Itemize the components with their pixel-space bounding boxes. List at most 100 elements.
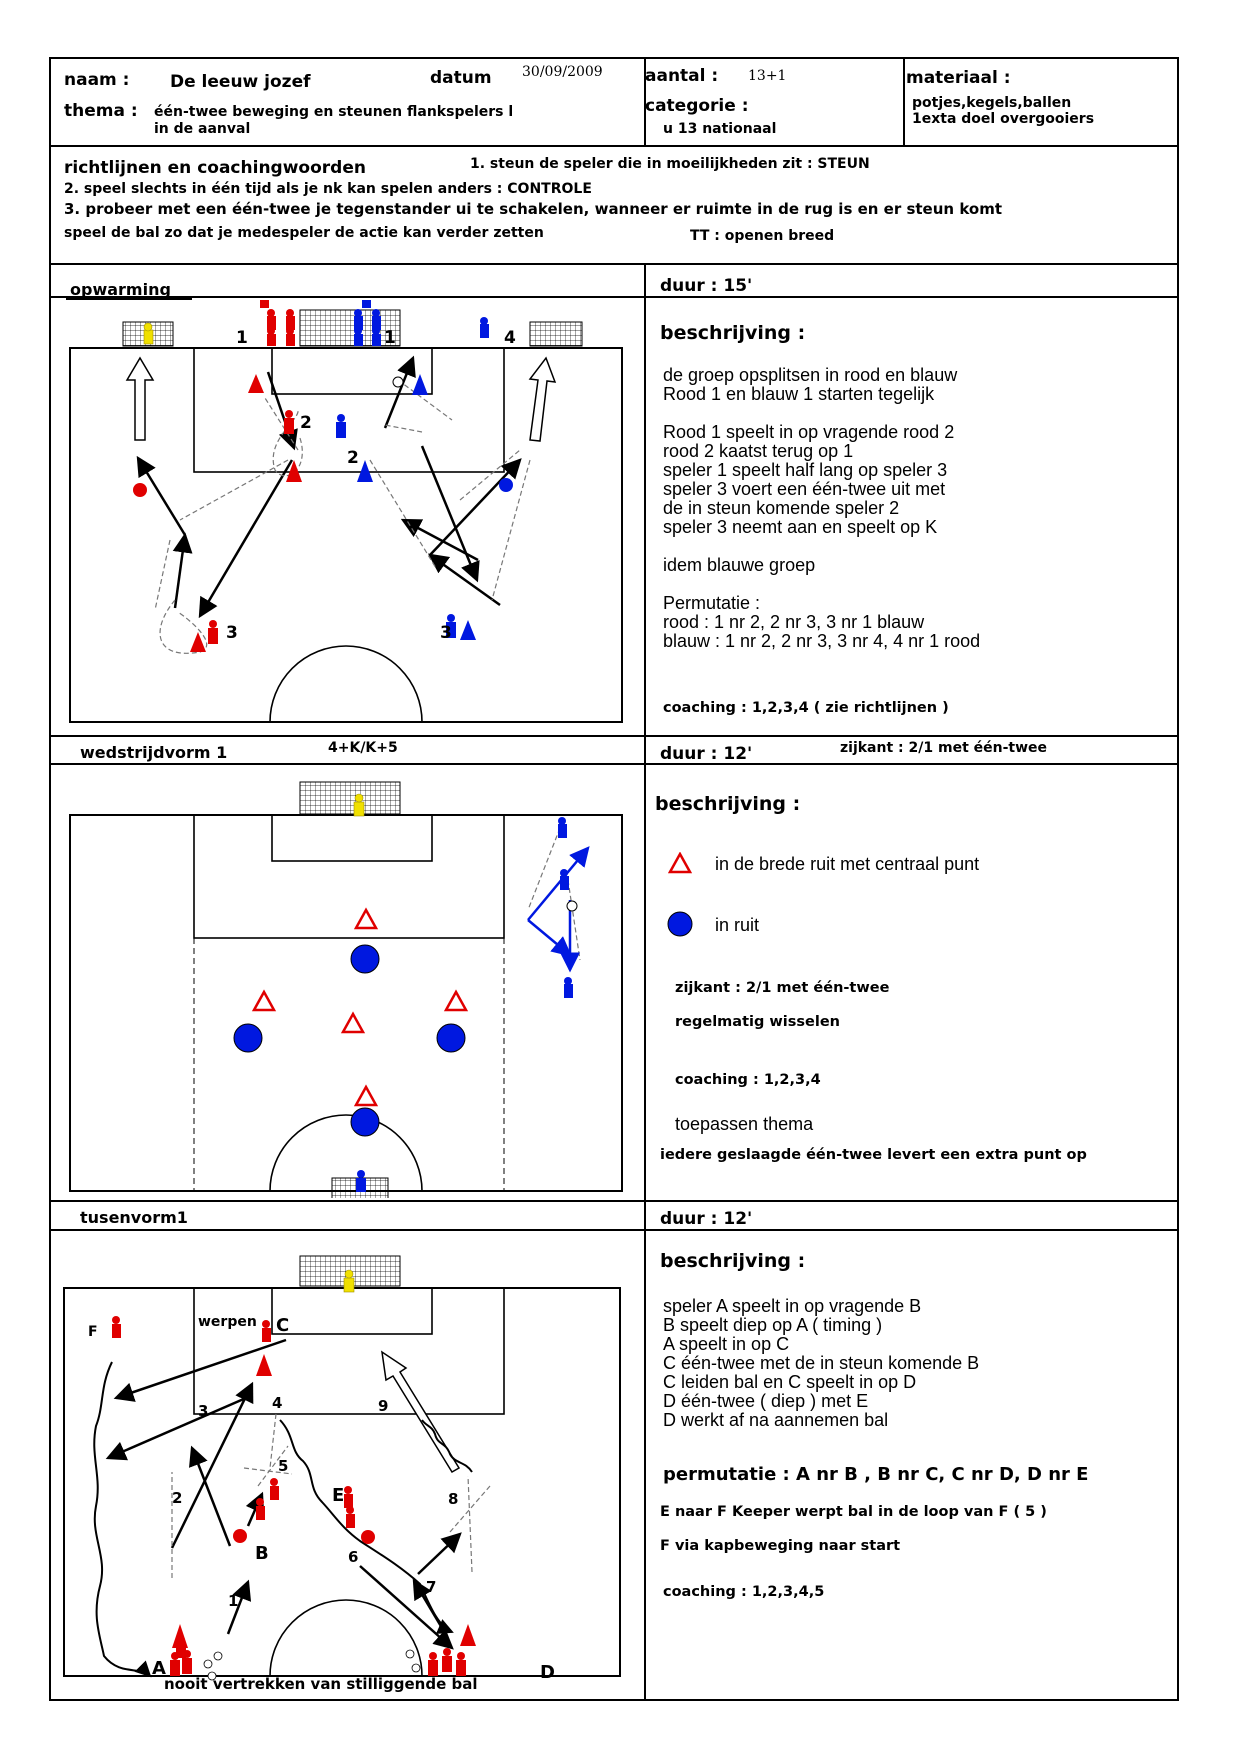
diagram-opwarming: 1 1 4 2 2 3 3 (69, 300, 623, 723)
desc-line: C één-twee met de in steun komende B (663, 1353, 980, 1373)
label-D: D (540, 1662, 555, 1683)
ball-e (361, 1530, 375, 1544)
categorie-value: u 13 nationaal (663, 121, 777, 137)
ball-b (233, 1529, 247, 1543)
label-E: E (332, 1485, 344, 1506)
section3-title: tusenvorm1 (80, 1208, 188, 1227)
circle-icon (667, 911, 693, 937)
label-B: B (255, 1543, 269, 1564)
diagram-tusenvorm: werpen C F 3 4 5 9 2 B E 8 6 7 1 A D noo… (63, 1255, 621, 1693)
desc-spacer (663, 404, 980, 423)
goal-area (271, 347, 433, 395)
desc-line: rood 2 kaatst terug op 1 (663, 441, 854, 461)
desc-line: idem blauwe groep (663, 555, 816, 575)
keeper-bottom (356, 1170, 366, 1192)
thema-line1: één-twee beweging en steunen flankspeler… (154, 104, 514, 120)
section2-coaching: coaching : 1,2,3,4 (675, 1072, 821, 1088)
section2-zijkant-top: zijkant : 2/1 met één-twee (840, 740, 1048, 756)
label-red-1: 1 (236, 328, 248, 348)
keeper (343, 1269, 355, 1293)
naam-value: De leeuw jozef (170, 72, 311, 92)
num-5: 5 (278, 1457, 288, 1475)
section3-e-naar-f: E naar F Keeper werpt bal in de loop van… (660, 1504, 1047, 1520)
desc-spacer (663, 537, 980, 556)
section3-desc-title: beschrijving : (660, 1250, 806, 1272)
desc-line: speler 1 speelt half lang op speler 3 (663, 460, 948, 480)
datum-label: datum (430, 68, 492, 88)
diagram-wedstrijdvorm (69, 781, 623, 1198)
section1-title-underline (66, 298, 192, 300)
materiaal-line1: potjes,kegels,ballen (912, 95, 1072, 111)
blue-players (336, 300, 489, 638)
guideline-4: speel de bal zo dat je medespeler de act… (64, 225, 544, 241)
section2-duur: duur : 12' (660, 744, 753, 764)
desc-line: speler 3 neemt aan en speelt op K (663, 517, 938, 537)
desc-line: D werkt af na aannemen bal (663, 1410, 889, 1430)
penalty-area (193, 814, 505, 939)
section1-title: opwarming (70, 280, 171, 299)
guidelines-title: richtlijnen en coachingwoorden (64, 158, 366, 178)
desc-line: de in steun komende speler 2 (663, 498, 900, 518)
label-4: 4 (504, 328, 516, 348)
section2-wisselen: regelmatig wisselen (675, 1014, 840, 1030)
section1-desc-title: beschrijving : (660, 322, 806, 344)
goal-net (299, 309, 401, 347)
num-8: 8 (448, 1490, 458, 1508)
section3-coaching: coaching : 1,2,3,4,5 (663, 1584, 825, 1600)
label-blue-2: 2 (347, 448, 359, 468)
desc-line: C leiden bal en C speelt in op D (663, 1372, 917, 1392)
thema-label: thema : (64, 101, 138, 121)
center-circle (269, 645, 423, 723)
section3-permutatie: permutatie : A nr B , B nr C, C nr D, D … (663, 1464, 1089, 1485)
desc-line: D één-twee ( diep ) met E (663, 1391, 869, 1411)
desc-line: speler 3 voert een één-twee uit met (663, 479, 946, 499)
section1-description: de groep opsplitsen in rood en blauw Roo… (663, 366, 980, 651)
desc-line: B speelt diep op A ( timing ) (663, 1315, 883, 1335)
cones (190, 374, 476, 652)
section1-coaching: coaching : 1,2,3,4 ( zie richtlijnen ) (663, 700, 949, 716)
naam-label: naam : (64, 70, 130, 90)
goal-area (271, 814, 433, 862)
pitch-outline (63, 1287, 621, 1677)
desc-line: Permutatie : (663, 593, 761, 613)
num-6: 6 (348, 1548, 358, 1566)
legend-triangle-text: in de brede ruit met centraal punt (715, 854, 980, 874)
blue-ball (499, 478, 513, 492)
section2-toepassen: toepassen thema (675, 1114, 814, 1134)
section3-duur: duur : 12' (660, 1209, 753, 1229)
red-players (208, 300, 295, 644)
keepers (143, 322, 154, 345)
num-1: 1 (228, 1592, 238, 1610)
desc-spacer (663, 575, 980, 594)
section3-description: speler A speelt in op vragende B B speel… (663, 1297, 979, 1430)
desc-line: A speelt in op C (663, 1334, 790, 1354)
guideline-1: 1. steun de speler die in moeilijkheden … (470, 156, 870, 172)
desc-line: de groep opsplitsen in rood en blauw (663, 365, 958, 385)
guideline-2: 2. speel slechts in één tijd als je nk k… (64, 181, 592, 197)
red-ball (133, 483, 147, 497)
hollow-arrow-right (528, 356, 557, 442)
mini-goal-right (529, 321, 583, 347)
blue-circles (233, 944, 466, 1137)
side-drill (527, 817, 590, 998)
penalty-area (193, 1287, 505, 1415)
guideline-3: 3. probeer met een één-twee je tegenstan… (64, 200, 1002, 218)
center-circle (269, 1599, 423, 1677)
aantal-label: aantal : (645, 66, 719, 86)
label-red-3: 3 (226, 623, 238, 643)
guideline-tt: TT : openen breed (690, 228, 835, 244)
hollow-arrow-left (125, 356, 155, 441)
num-9: 9 (378, 1397, 388, 1415)
section2-title: wedstrijdvorm 1 (80, 743, 228, 762)
materiaal-line2: 1exta doel overgooiers (912, 111, 1095, 127)
desc-line: Rood 1 speelt in op vragende rood 2 (663, 422, 955, 442)
pitch-outline (69, 814, 623, 1192)
categorie-label: categorie : (645, 96, 749, 116)
triangle-icon (668, 852, 692, 874)
section3-f-via: F via kapbeweging naar start (660, 1538, 901, 1554)
section2-zijkant: zijkant : 2/1 met één-twee (675, 980, 890, 996)
red-triangles (251, 907, 469, 1107)
section2-extra: iedere geslaagde één-twee levert een ext… (660, 1147, 1087, 1163)
desc-line: Rood 1 en blauw 1 starten tegelijk (663, 384, 935, 404)
